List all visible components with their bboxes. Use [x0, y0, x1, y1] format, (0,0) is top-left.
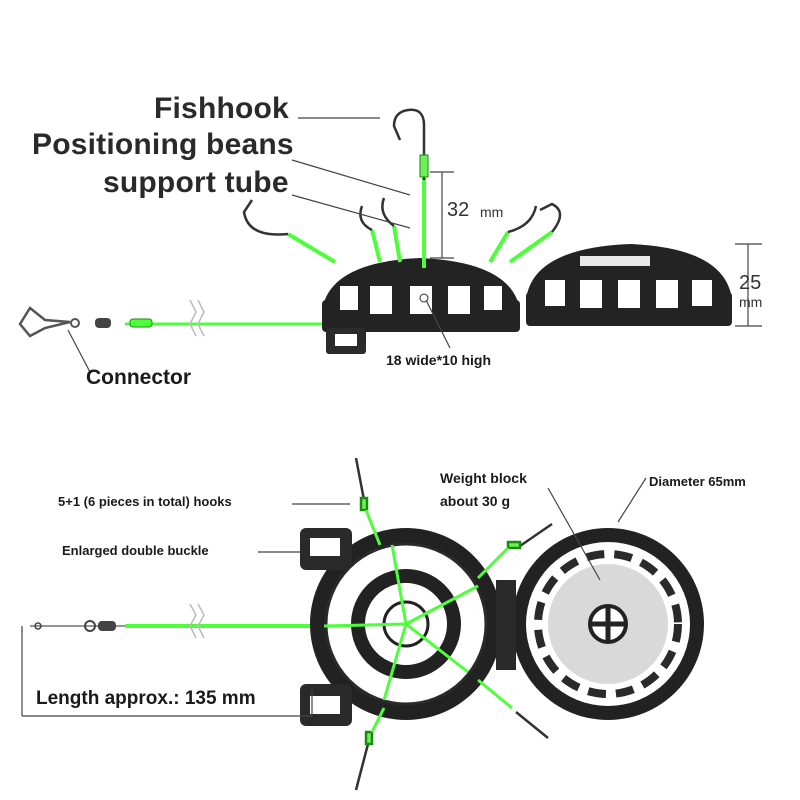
- weight-block-value: about 30 g: [440, 493, 511, 509]
- break-mark: [189, 299, 197, 337]
- cage-top-left: [300, 528, 502, 726]
- length-label: Length approx.: 135 mm: [36, 688, 256, 709]
- window-size-label: 18 wide*10 high: [386, 352, 492, 368]
- height-32-value: 32: [447, 199, 470, 221]
- snap-connector: [18, 306, 153, 338]
- cage-side-left: [322, 258, 520, 354]
- hooks-side: [242, 108, 562, 268]
- fishhook-label: Fishhook: [154, 92, 289, 125]
- callout-lines-bottom: [21, 477, 647, 717]
- height-25-unit: mm: [739, 294, 763, 310]
- callout-lines-top: [67, 117, 762, 373]
- cage-top-right: [496, 528, 704, 720]
- height-25-value: 25: [739, 272, 762, 294]
- positioning-beans-label: Positioning beans: [32, 128, 294, 161]
- support-tube-label: support tube: [103, 166, 289, 199]
- height-32-unit: mm: [480, 204, 504, 220]
- hooks-top-view: [354, 457, 553, 791]
- cage-side-right: [526, 244, 732, 326]
- weight-block-label: Weight block: [440, 470, 527, 486]
- connector-label: Connector: [86, 366, 191, 389]
- diameter-label: Diameter 65mm: [649, 474, 746, 489]
- hooks-count-label: 5+1 (6 pieces in total) hooks: [58, 494, 232, 509]
- double-buckle-label: Enlarged double buckle: [62, 543, 209, 558]
